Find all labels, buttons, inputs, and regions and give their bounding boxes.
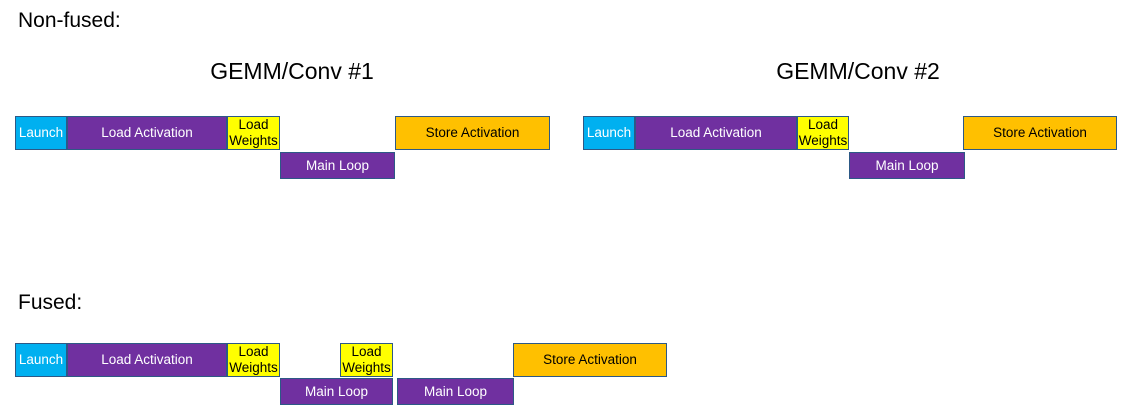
gemm-conv-1-heading: GEMM/Conv #1 [210, 58, 374, 84]
bar-label: Main Loop [875, 157, 939, 173]
bar-label: Load Activation [670, 125, 762, 141]
bar-label: Main Loop [423, 383, 488, 399]
bar-load-activation: Load Activation [67, 343, 227, 377]
bar-label: Load Weights [229, 344, 278, 375]
bar-main-loop: Main Loop [397, 378, 514, 405]
gemm-conv-2-heading: GEMM/Conv #2 [776, 58, 940, 84]
non-fused-section-label: Non-fused: [18, 9, 121, 32]
bar-label: Load Weights [342, 344, 391, 375]
bar-store-activation: Store Activation [513, 343, 667, 377]
bar-load-weights: Load Weights [227, 343, 280, 377]
bar-load-weights: Load Weights [340, 343, 393, 377]
bar-load-weights: Load Weights [797, 116, 849, 150]
bar-store-activation: Store Activation [963, 116, 1117, 150]
bar-load-activation: Load Activation [635, 116, 797, 150]
bar-label: Load Weights [229, 117, 278, 148]
bar-store-activation: Store Activation [395, 116, 550, 150]
bar-main-loop: Main Loop [280, 378, 393, 405]
bar-label: Load Activation [101, 352, 193, 368]
fused-section-label: Fused: [18, 291, 83, 314]
bar-main-loop: Main Loop [280, 152, 395, 179]
bar-load-weights: Load Weights [227, 116, 280, 150]
bar-label: Store Activation [993, 125, 1087, 141]
bar-label: Main Loop [305, 157, 370, 173]
bar-label: Load Activation [101, 125, 193, 141]
bar-label: Launch [586, 125, 632, 141]
bar-launch: Launch [15, 343, 67, 377]
bar-main-loop: Main Loop [849, 152, 965, 179]
bar-label: Launch [18, 125, 64, 141]
bar-launch: Launch [15, 116, 67, 150]
bar-label: Main Loop [304, 383, 369, 399]
bar-label: Store Activation [543, 352, 637, 368]
bar-label: Launch [18, 352, 64, 368]
bar-load-activation: Load Activation [67, 116, 227, 150]
bar-label: Load Weights [798, 117, 848, 148]
bar-launch: Launch [583, 116, 635, 150]
bar-label: Store Activation [425, 125, 520, 141]
